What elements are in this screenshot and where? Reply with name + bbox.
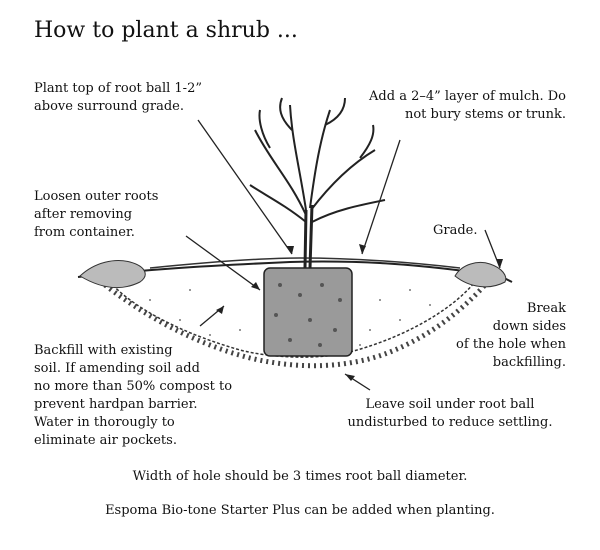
- note-line: Loosen outer roots: [34, 189, 159, 204]
- note-line: of the hole when: [456, 337, 566, 352]
- note-line: above surround grade.: [34, 99, 185, 114]
- note-break-sides: Break down sides of the hole when backfi…: [456, 300, 566, 372]
- note-line: no more than 50% compost to: [34, 379, 233, 394]
- hole-bottom-gravel: [103, 283, 487, 369]
- right-soil-mound: [454, 262, 507, 288]
- note-mulch: Add a 2–4” layer of mulch. Do not bury s…: [369, 88, 566, 124]
- mulch-line: [149, 257, 461, 269]
- note-line: prevent hardpan barrier.: [34, 397, 198, 412]
- note-line: undisturbed to reduce settling.: [347, 415, 553, 430]
- note-line: Add a 2–4” layer of mulch. Do: [369, 89, 566, 104]
- note-line: after removing: [34, 207, 133, 222]
- note-line: from container.: [34, 225, 135, 240]
- note-leave-soil: Leave soil under root ball undisturbed t…: [330, 396, 570, 432]
- note-line: Plant top of root ball 1-2”: [34, 81, 202, 96]
- planting-hole: [99, 269, 481, 358]
- shrub-branches: [249, 97, 386, 223]
- root-ball: [263, 267, 353, 357]
- note-backfill: Backfill with existing soil. If amending…: [34, 342, 232, 450]
- note-line: down sides: [492, 319, 566, 334]
- note-line: Leave soil under root ball: [365, 397, 535, 412]
- note-line: backfilling.: [492, 355, 566, 370]
- shrub-trunk: [303, 204, 314, 269]
- note-line: eliminate air pockets.: [34, 433, 177, 448]
- note-line: soil. If amending soil add: [34, 361, 200, 376]
- diagram-title: How to plant a shrub ...: [34, 18, 298, 43]
- root-ball-texture: [274, 283, 342, 347]
- arrow-heads: [216, 244, 503, 381]
- footer-width-note: Width of hole should be 3 times root bal…: [132, 469, 468, 484]
- note-line: not bury stems or trunk.: [404, 107, 566, 122]
- note-line: Break: [526, 301, 566, 316]
- note-loosen-roots: Loosen outer roots after removing from c…: [34, 188, 158, 242]
- note-grade: Grade.: [433, 222, 478, 240]
- left-soil-mound: [79, 260, 146, 289]
- note-line: Water in thorougly to: [34, 415, 175, 430]
- note-line: Backfill with existing: [34, 343, 173, 358]
- note-line: Grade.: [433, 223, 478, 238]
- note-root-ball-top: Plant top of root ball 1-2” above surrou…: [34, 80, 202, 116]
- footer-product-note: Espoma Bio-tone Starter Plus can be adde…: [105, 503, 495, 518]
